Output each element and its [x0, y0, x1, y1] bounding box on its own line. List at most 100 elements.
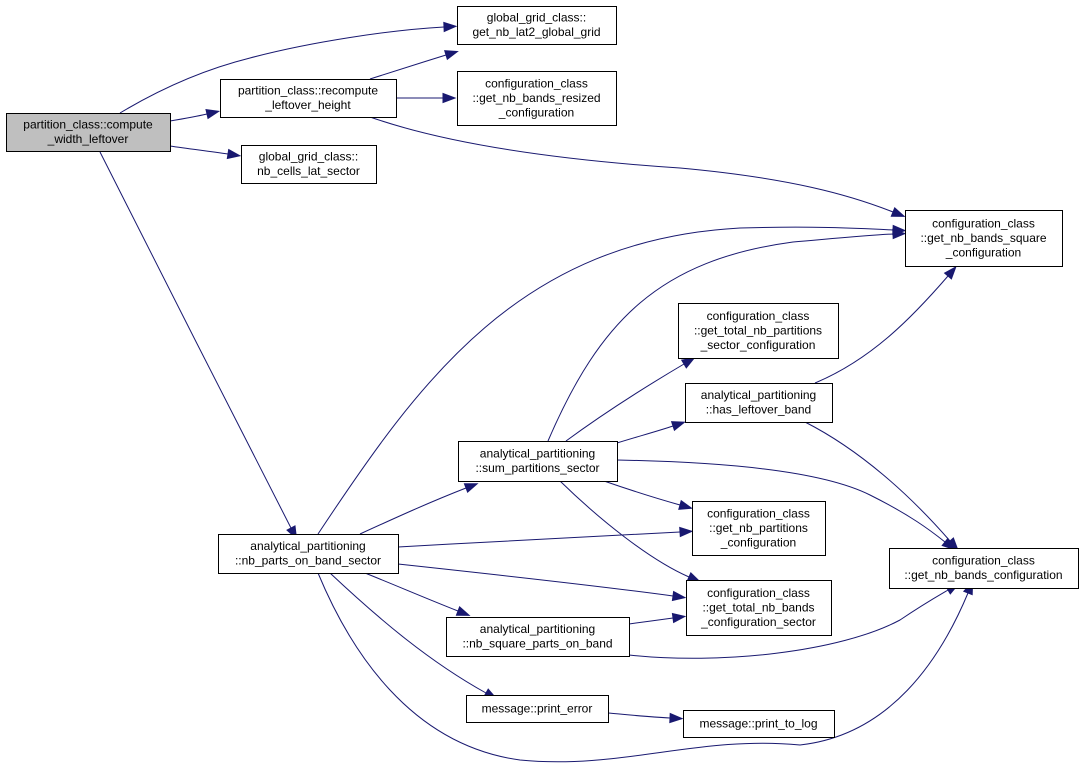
- node-label-line: global_grid_class::: [259, 150, 358, 164]
- node-get-total-nb-partitions-sector-configuration[interactable]: configuration_class::get_total_nb_partit…: [678, 303, 839, 359]
- node-has-leftover-band[interactable]: analytical_partitioning::has_leftover_ba…: [685, 383, 833, 423]
- edge-recompute_leftover_height-to-get_nb_bands_resized_configuration: [396, 92, 457, 104]
- edge-nb_square_parts_on_band-to-get_total_nb_bands_configuration_sector: [628, 612, 687, 625]
- node-box: [685, 383, 833, 423]
- node-get-nb-bands-configuration[interactable]: configuration_class::get_nb_bands_config…: [889, 548, 1079, 589]
- node-label-line: get_nb_lat2_global_grid: [472, 25, 600, 39]
- node-label-line: ::nb_parts_on_band_sector: [235, 554, 381, 568]
- edge-compute_width_leftover-to-recompute_leftover_height: [169, 109, 221, 122]
- node-get-nb-bands-square-configuration[interactable]: configuration_class::get_nb_bands_square…: [905, 210, 1063, 267]
- node-label-line: ::has_leftover_band: [706, 403, 811, 417]
- node-label-line: ::get_nb_bands_resized: [472, 91, 600, 105]
- node-box: [686, 580, 832, 636]
- edge-sum_partitions_sector-to-get_total_nb_bands_configuration_sector: [559, 480, 702, 583]
- node-nb-parts-on-band-sector[interactable]: analytical_partitioning::nb_parts_on_ban…: [218, 534, 399, 574]
- node-label-line: configuration_class: [707, 309, 810, 323]
- node-print-to-log[interactable]: message::print_to_log: [683, 710, 835, 738]
- edge-line: [369, 54, 447, 80]
- arrowhead-icon: [226, 148, 242, 160]
- node-box: [458, 441, 618, 482]
- edge-line: [329, 572, 487, 694]
- node-nb-square-parts-on-band[interactable]: analytical_partitioning::nb_square_parts…: [446, 617, 630, 657]
- node-label-line: _configuration_sector: [700, 615, 816, 629]
- node-label-line: configuration_class: [485, 76, 588, 90]
- node-box: [678, 303, 839, 359]
- edge-line: [616, 425, 674, 444]
- node-get-total-nb-bands-configuration-sector[interactable]: configuration_class::get_total_nb_bands_…: [686, 580, 832, 636]
- edge-sum_partitions_sector-to-get_nb_bands_square_configuration: [547, 228, 907, 442]
- node-box: [905, 210, 1063, 267]
- node-label-line: _leftover_height: [264, 98, 351, 112]
- node-label-line: analytical_partitioning: [480, 447, 595, 461]
- node-label-line: message::print_to_log: [699, 716, 817, 730]
- node-label-line: ::nb_square_parts_on_band: [462, 637, 612, 651]
- node-label-line: partition_class::compute: [23, 118, 153, 132]
- edge-nb_parts_on_band_sector-to-get_nb_partitions_configuration: [397, 526, 694, 548]
- edge-line: [547, 233, 894, 442]
- arrowhead-icon: [943, 265, 957, 280]
- node-label-line: analytical_partitioning: [480, 622, 595, 636]
- edge-line: [317, 226, 894, 535]
- edge-line: [607, 712, 671, 719]
- node-label-line: partition_class::recompute: [238, 84, 378, 98]
- node-box: [6, 113, 171, 152]
- edge-line: [364, 572, 459, 612]
- edge-line: [628, 589, 949, 659]
- edge-line: [616, 459, 946, 543]
- node-print-error[interactable]: message::print_error: [466, 695, 609, 723]
- edge-line: [565, 363, 685, 442]
- node-get-nb-bands-resized-configuration[interactable]: configuration_class::get_nb_bands_resize…: [457, 71, 617, 126]
- node-box: [889, 548, 1079, 589]
- edge-line: [559, 480, 690, 578]
- node-compute-width-leftover: partition_class::compute_width_leftover: [6, 113, 171, 152]
- edge-line: [397, 531, 681, 548]
- node-label-line: configuration_class: [707, 586, 810, 600]
- node-label-line: global_grid_class::: [487, 11, 586, 25]
- edge-has_leftover_band-to-get_nb_bands_square_configuration: [814, 265, 957, 384]
- arrowhead-icon: [463, 483, 479, 494]
- edge-sum_partitions_sector-to-has_leftover_band: [616, 421, 686, 444]
- edge-nb_parts_on_band_sector-to-get_nb_bands_square_configuration: [317, 224, 907, 535]
- node-label-line: configuration_class: [932, 554, 1035, 568]
- node-label-line: ::get_total_nb_partitions: [694, 323, 822, 337]
- edge-nb_parts_on_band_sector-to-nb_square_parts_on_band: [364, 572, 471, 616]
- node-label-line: _configuration: [720, 535, 796, 549]
- arrowhead-icon: [945, 537, 959, 552]
- node-sum-partitions-sector[interactable]: analytical_partitioning::sum_partitions_…: [458, 441, 618, 482]
- arrowhead-icon: [679, 526, 694, 538]
- node-label-line: _sector_configuration: [700, 338, 816, 352]
- node-box: [457, 6, 617, 45]
- node-label-line: ::get_nb_bands_configuration: [904, 568, 1062, 582]
- edge-line: [359, 487, 467, 535]
- edge-line: [603, 480, 681, 506]
- node-label-line: message::print_error: [482, 701, 593, 715]
- node-label-line: _width_leftover: [47, 132, 129, 146]
- edge-nb_parts_on_band_sector-to-sum_partitions_sector: [359, 483, 479, 535]
- arrowhead-icon: [671, 590, 687, 602]
- node-get-nb-partitions-configuration[interactable]: configuration_class::get_nb_partitions_c…: [692, 501, 826, 556]
- edge-line: [169, 145, 229, 155]
- node-label-line: configuration_class: [707, 506, 810, 520]
- edge-compute_width_leftover-to-nb_parts_on_band_sector: [99, 151, 298, 540]
- arrowhead-icon: [671, 612, 687, 624]
- node-label-line: configuration_class: [932, 216, 1035, 230]
- node-label-line: analytical_partitioning: [250, 539, 365, 553]
- node-box: [220, 79, 397, 118]
- node-box: [241, 145, 377, 184]
- node-recompute-leftover-height[interactable]: partition_class::recompute_leftover_heig…: [220, 79, 397, 118]
- node-label-line: ::get_nb_partitions: [709, 521, 808, 535]
- node-get-nb-lat2-global-grid[interactable]: global_grid_class::get_nb_lat2_global_gr…: [457, 6, 617, 45]
- edge-nb_parts_on_band_sector-to-get_total_nb_bands_configuration_sector: [397, 563, 687, 602]
- edge-recompute_leftover_height-to-get_nb_bands_square_configuration: [369, 116, 906, 217]
- edge-line: [628, 617, 674, 625]
- node-label-line: analytical_partitioning: [701, 388, 816, 402]
- node-label-line: ::get_nb_bands_square: [920, 231, 1046, 245]
- edge-line: [369, 116, 894, 213]
- node-nb-cells-lat-sector[interactable]: global_grid_class::nb_cells_lat_sector: [241, 145, 377, 184]
- call-graph-nodes: partition_class::compute_width_leftoverg…: [6, 6, 1079, 738]
- node-label-line: _configuration: [945, 245, 1021, 259]
- arrowhead-icon: [670, 421, 686, 432]
- edge-compute_width_leftover-to-nb_cells_lat_sector: [169, 145, 242, 160]
- edge-line: [814, 275, 949, 384]
- edge-print_error-to-print_to_log: [607, 712, 684, 724]
